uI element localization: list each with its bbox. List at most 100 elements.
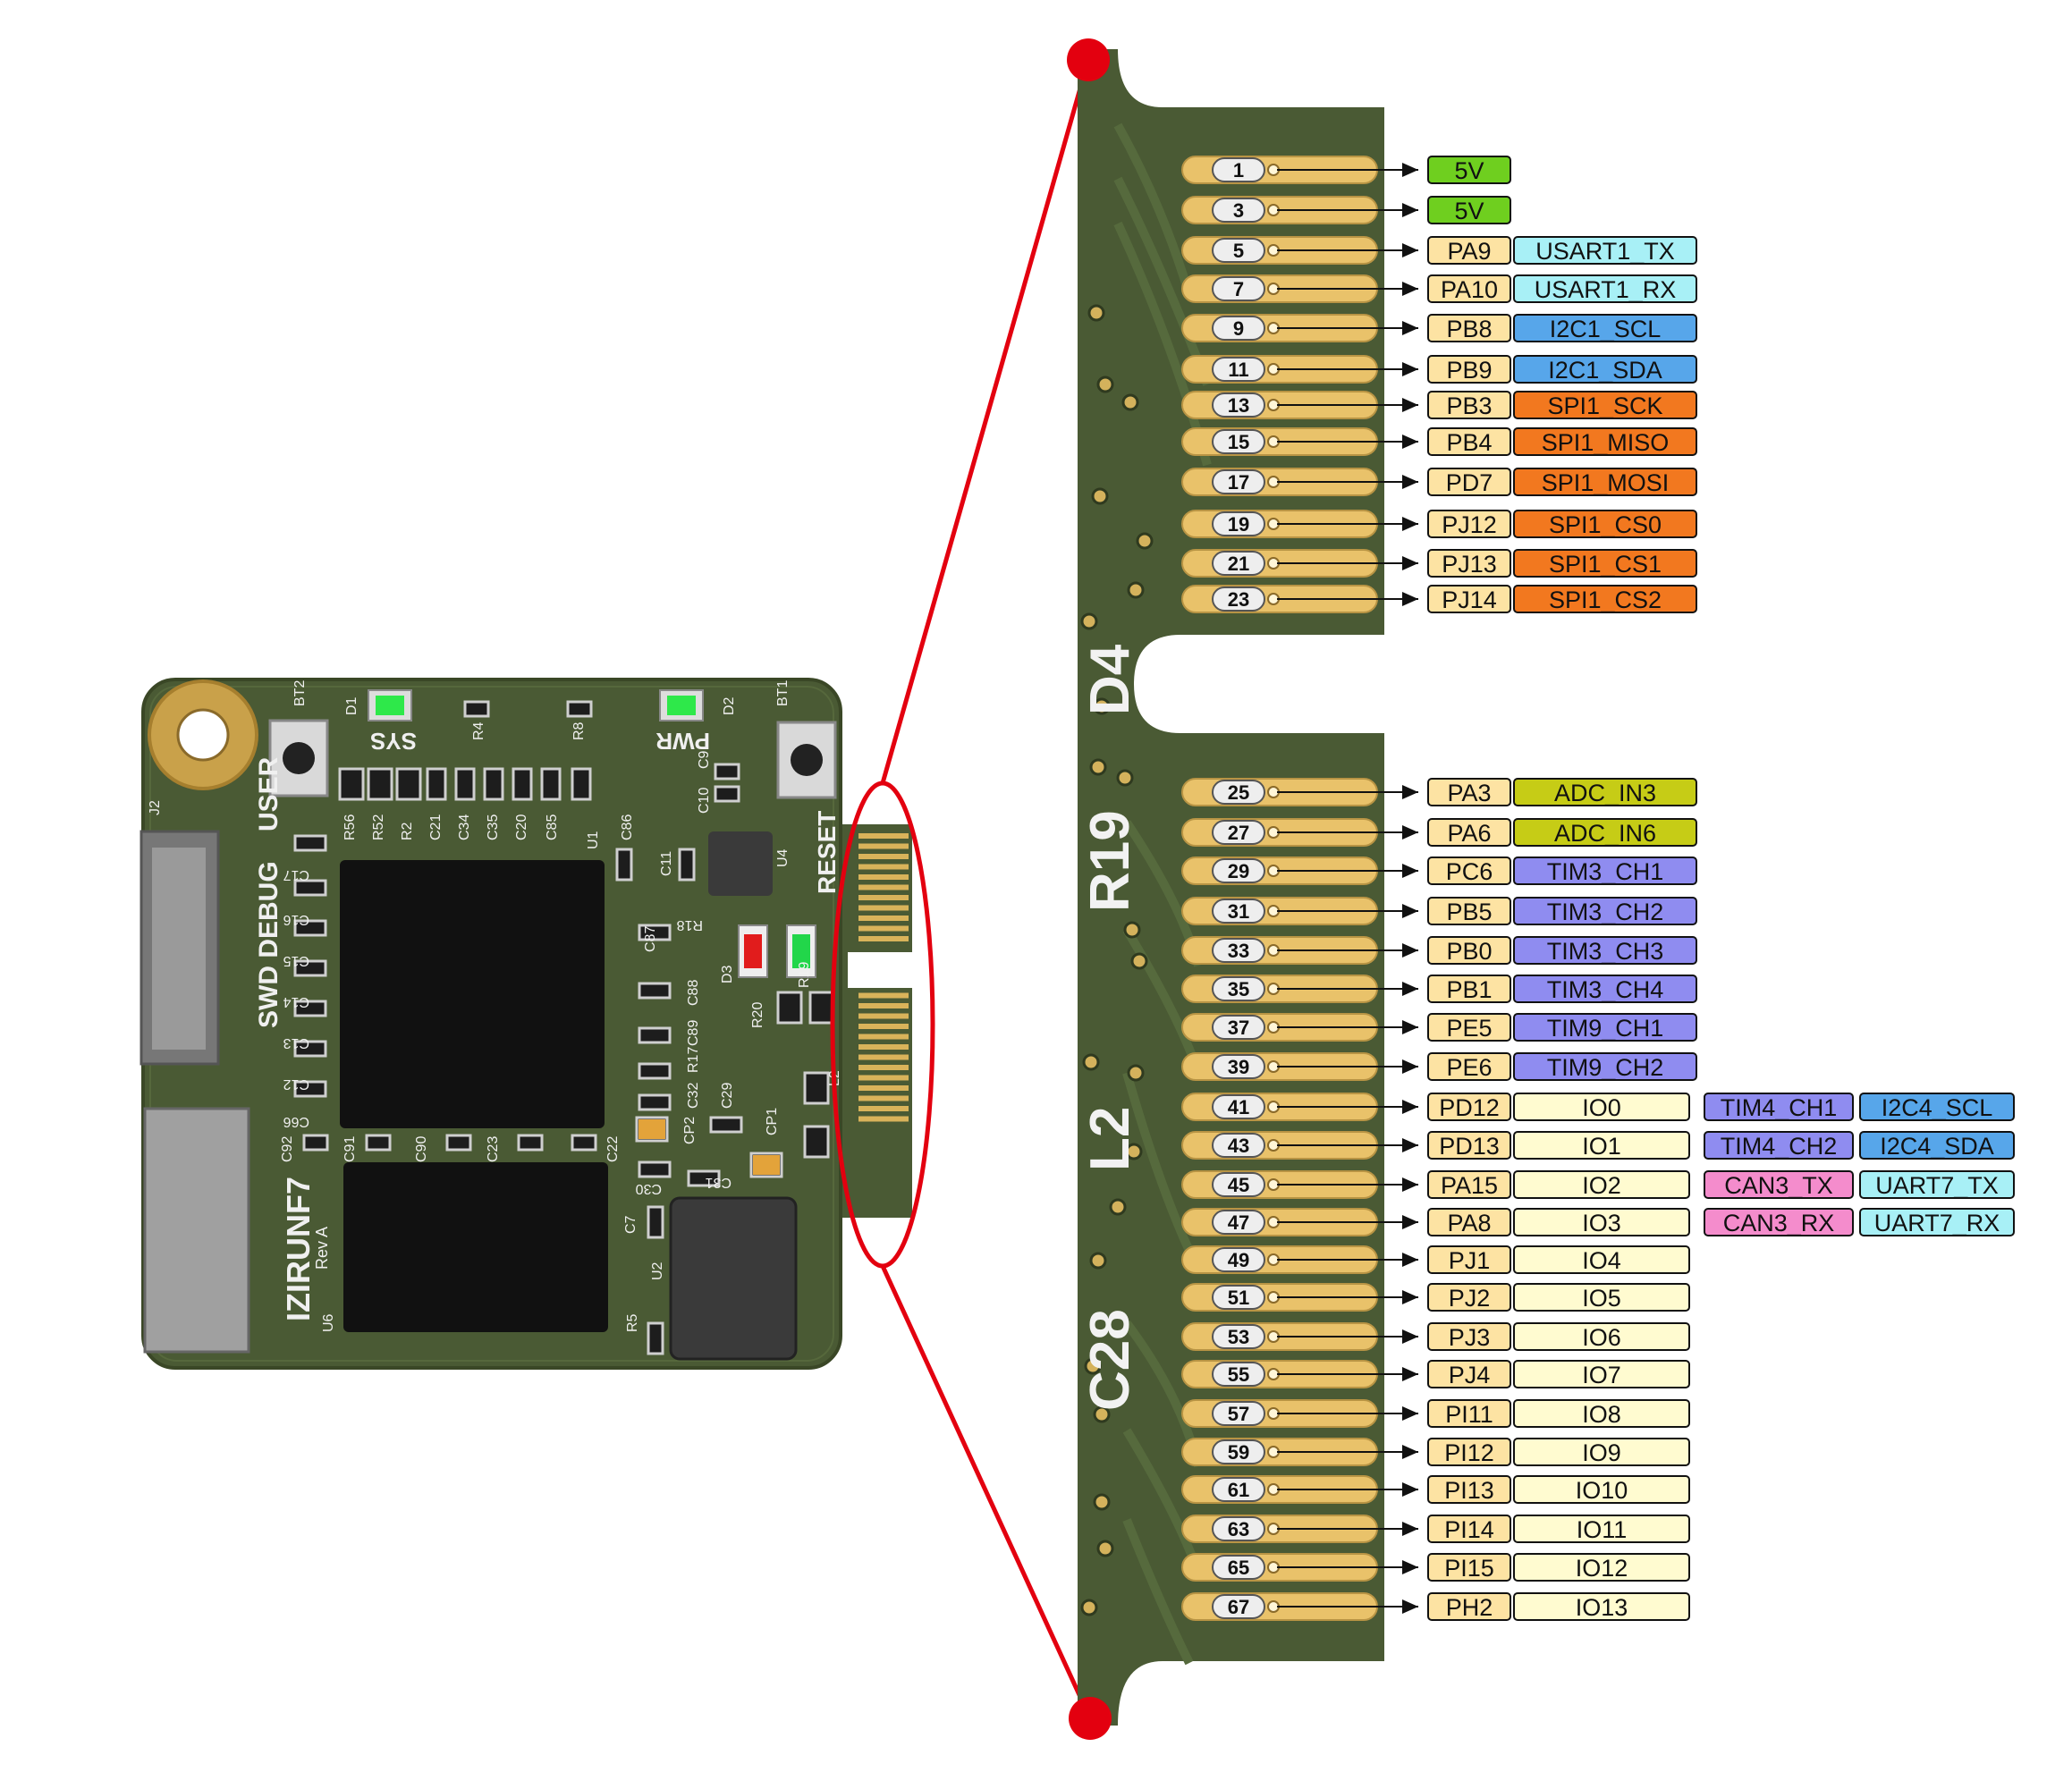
pin-label-gpio: PJ2 xyxy=(1449,1285,1491,1312)
pin-label-box-io xyxy=(1513,1438,1690,1466)
flash-chip xyxy=(669,1196,798,1361)
pin-label-box-can xyxy=(1704,1208,1854,1236)
designator-r5: R5 xyxy=(625,1313,640,1332)
pin-label-box-gpio xyxy=(1427,1360,1511,1388)
board-finger xyxy=(858,1034,909,1040)
pin-label-box-gpio xyxy=(1427,818,1511,847)
pin-label-box-adc xyxy=(1513,818,1697,847)
pin-label-gpio: PD12 xyxy=(1439,1094,1500,1121)
passive-component xyxy=(566,700,593,718)
passive-component xyxy=(517,1134,544,1152)
pin-number: 45 xyxy=(1228,1174,1249,1196)
designator-c31: C31 xyxy=(706,1175,732,1190)
passive-component xyxy=(338,767,365,801)
pin-number-badge xyxy=(1212,1362,1265,1387)
pin-number-badge xyxy=(1212,780,1265,805)
pin-label-spi: SPI1_MISO xyxy=(1542,429,1670,456)
pin-label-usart: USART1_TX xyxy=(1535,238,1675,265)
designator-c12: C12 xyxy=(283,1076,309,1092)
pin-label-spi: SPI1_CS0 xyxy=(1549,511,1662,538)
pin-label-box-i2c xyxy=(1513,355,1697,384)
passive-component xyxy=(714,763,740,781)
board-finger xyxy=(858,936,909,941)
pin-label-gpio: PB3 xyxy=(1446,392,1492,419)
board-finger xyxy=(858,1065,909,1070)
pin-label-box-i2c xyxy=(1859,1131,2015,1160)
pin-number: 23 xyxy=(1228,588,1249,611)
pin-number-badge xyxy=(1212,1015,1265,1040)
pin-label-adc: ADC_IN3 xyxy=(1554,780,1656,806)
pin-label-box-gpio xyxy=(1427,1093,1511,1121)
pin-label-box-spi xyxy=(1513,585,1697,613)
user-button xyxy=(268,719,329,797)
pin-label-box-power xyxy=(1427,156,1511,184)
designator-c13: C13 xyxy=(283,1035,309,1051)
pin-label-box-gpio xyxy=(1427,1131,1511,1160)
passive-component xyxy=(426,767,447,801)
pin-number: 27 xyxy=(1228,822,1249,844)
pin-number: 67 xyxy=(1228,1596,1249,1618)
passive-component xyxy=(512,767,533,801)
passive-component xyxy=(615,848,633,882)
passive-component xyxy=(365,1134,392,1152)
pin-number: 43 xyxy=(1228,1135,1249,1157)
designator-d2: D2 xyxy=(722,696,737,715)
pin-number-badge xyxy=(1212,1555,1265,1580)
designator-r2: R2 xyxy=(400,822,415,840)
designator-c35: C35 xyxy=(486,814,501,840)
passive-component xyxy=(776,991,803,1025)
sys-label: SYS xyxy=(370,728,417,755)
pin-number-badge xyxy=(1212,1594,1265,1619)
pin-label-spi: SPI1_MOSI xyxy=(1542,469,1670,496)
pcb-via xyxy=(1087,304,1105,322)
pin-label-box-io xyxy=(1513,1283,1690,1312)
pin-label-gpio: PJ12 xyxy=(1442,511,1497,538)
pcb-via xyxy=(1080,612,1098,630)
designator-r17: R17 xyxy=(686,1047,701,1073)
passive-component xyxy=(293,959,327,977)
pin-number: 65 xyxy=(1228,1557,1249,1579)
pin-label-io: IO7 xyxy=(1582,1362,1621,1388)
designator-c90: C90 xyxy=(414,1136,429,1162)
pin-label-gpio: PA3 xyxy=(1447,780,1491,806)
pin-number-badge xyxy=(1212,511,1265,536)
designator-c17: C17 xyxy=(283,867,309,882)
pin-label-box-gpio xyxy=(1427,1592,1511,1621)
pin-number-badge xyxy=(1212,1285,1265,1310)
pin-number: 37 xyxy=(1228,1017,1249,1039)
pin-number-badge xyxy=(1212,1516,1265,1541)
designator-r56: R56 xyxy=(343,814,358,840)
passive-component xyxy=(293,834,327,852)
pin-label-can: CAN3_RX xyxy=(1723,1210,1835,1236)
designator-c9: C9 xyxy=(697,750,712,769)
designator-c86: C86 xyxy=(620,814,635,840)
pin-number-badge xyxy=(1212,276,1265,301)
pin-label-tim: TIM3_CH2 xyxy=(1547,899,1664,925)
pcb-via xyxy=(1136,532,1154,550)
pin-number: 33 xyxy=(1228,940,1249,962)
pin-label-box-gpio xyxy=(1427,391,1511,419)
pin-number: 53 xyxy=(1228,1326,1249,1348)
pin-label-gpio: PJ4 xyxy=(1449,1362,1491,1388)
designator-c91: C91 xyxy=(343,1136,358,1162)
passive-component xyxy=(687,1169,721,1187)
pin-label-gpio: PE6 xyxy=(1446,1054,1492,1081)
pin-label-box-spi xyxy=(1513,549,1697,578)
pin-label-box-gpio xyxy=(1427,1399,1511,1428)
pin-label-tim: TIM3_CH3 xyxy=(1547,938,1664,965)
passive-component xyxy=(803,1125,830,1159)
mounting-hole xyxy=(176,708,230,762)
pin-label-box-gpio xyxy=(1427,1245,1511,1274)
designator-c92: C92 xyxy=(280,1136,295,1162)
pin-number: 31 xyxy=(1228,900,1249,923)
